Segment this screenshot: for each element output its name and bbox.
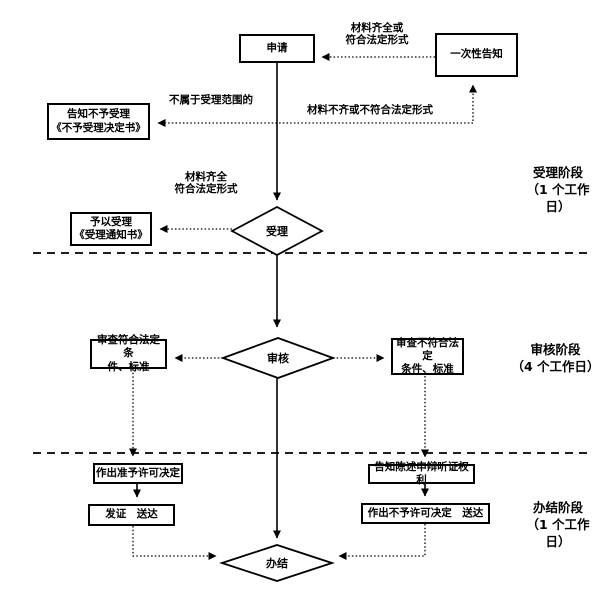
edge-label-complete-and-legal: 材料齐全 符合法定形式: [174, 171, 238, 196]
review-pass-node: 审查符合法定条 件、标准: [90, 334, 167, 373]
apply-node: 申请: [239, 34, 315, 63]
edge-label-complete-or-legal: 材料齐全或 符合法定形式: [345, 22, 409, 47]
review-fail-node: 审查不符合法定 条件、标准: [391, 337, 464, 375]
hearing-rights-node: 告知陈述申辩听证权利: [368, 461, 475, 486]
edge-label-out-of-scope: 不属于受理范围的: [169, 94, 253, 106]
accept-diamond-label: 受理: [266, 225, 288, 238]
deny-decision-node: 作出不予许可决定 送达: [361, 503, 490, 524]
stage-label-review: 审核阶段 （4 个工作日）: [511, 342, 600, 374]
stage-label-accept: 受理阶段 （1 个工作 日）: [526, 165, 590, 214]
one-time-notice-node: 一次性告知: [435, 33, 518, 77]
arrow-deny-to-finish: [338, 524, 426, 560]
reject-notice-node: 告知不予受理 《不予受理决定书》: [47, 103, 150, 140]
grant-decision-node: 作出准予许可决定: [93, 463, 183, 484]
issue-deliver-node: 发证 送达: [88, 504, 175, 526]
stage-label-finish: 办结阶段 （1 个工作 日）: [526, 500, 590, 549]
review-diamond-label: 审核: [267, 352, 289, 365]
finish-diamond-label: 办结: [266, 557, 288, 570]
accept-diamond-shape: [230, 205, 324, 257]
arrow-issue-to-finish: [132, 526, 217, 560]
accept-notice-node: 予以受理 《受理通知书》: [70, 212, 152, 246]
review-diamond-shape: [220, 337, 336, 379]
edge-label-incomplete: 材料不齐或不符合法定形式: [307, 104, 433, 116]
finish-diamond-shape: [219, 544, 335, 582]
